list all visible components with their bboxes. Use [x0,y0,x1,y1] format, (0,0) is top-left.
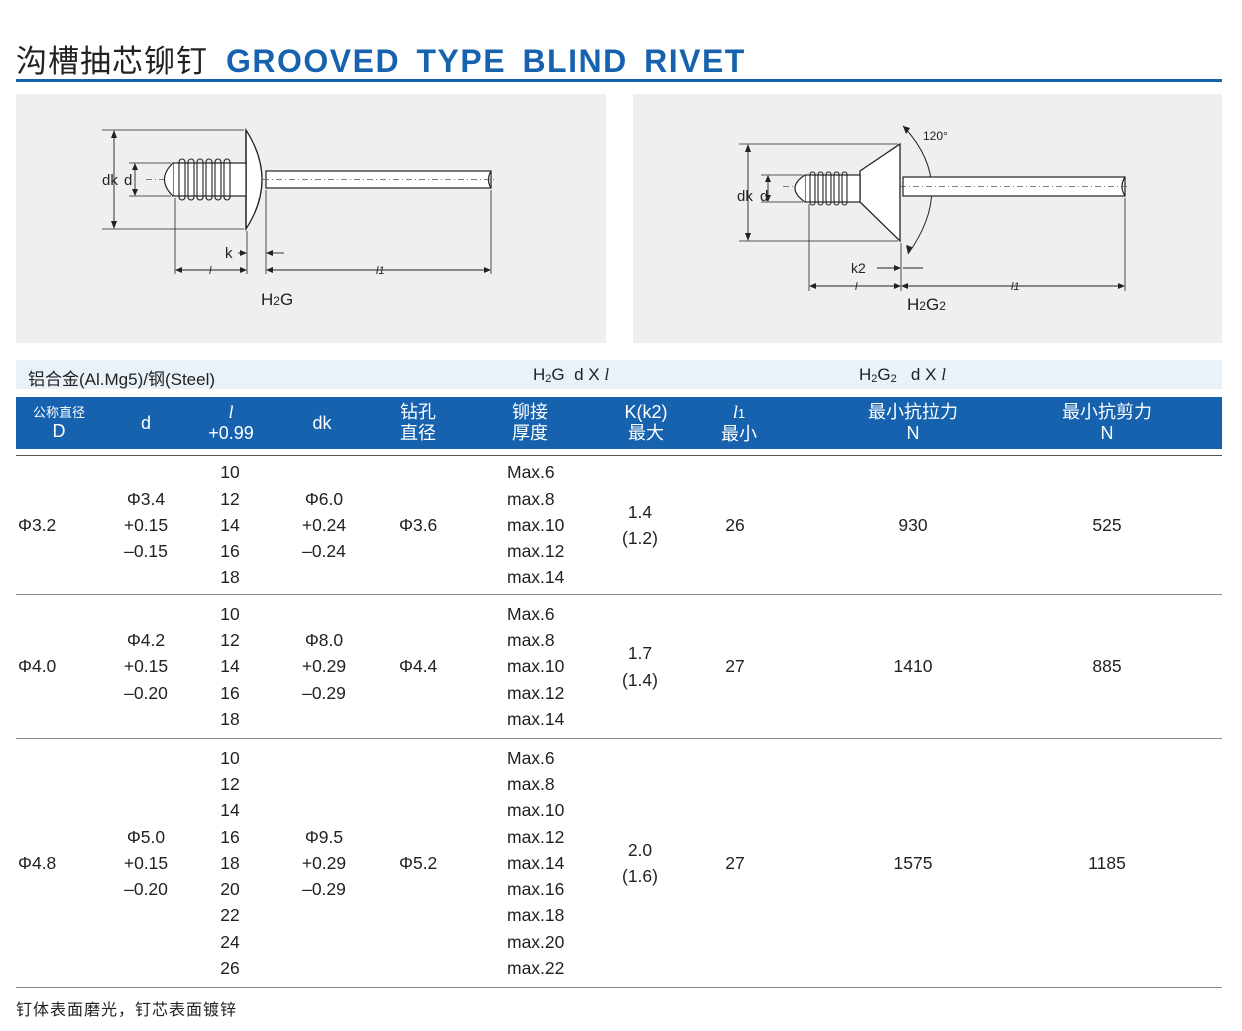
header-dk: dk [312,412,332,433]
cell-hole: Φ4.4 [399,656,438,677]
cell-shear: 525 [1092,514,1122,535]
cell-k: 2.0(1.6) [622,839,658,886]
h2g-drawing: dk d k l l1 H2G [102,127,494,309]
label-l-right: l [855,281,858,293]
title-english: GROOVED TYPE BLIND RIVET [226,43,746,79]
cell-d: Φ4.2+0.15–0.20 [123,630,169,703]
label-k: k [225,245,233,262]
cell-l1: 27 [725,852,745,873]
cell-l1: 27 [725,656,745,677]
footnote: 钉体表面磨光，钉芯表面镀锌 [16,1000,238,1019]
cell-tensile: 930 [898,514,928,535]
figure-h2g2: 120° dk d [633,94,1222,343]
cell-shear: 885 [1092,656,1122,677]
cell-hole: Φ3.6 [399,514,438,535]
cell-shear: 1185 [1088,852,1126,873]
label-l1: l1 [376,265,385,277]
label-k2: k2 [851,260,866,276]
label-l: l [209,265,212,277]
cell-dk: Φ6.0+0.24–0.24 [301,488,347,562]
label-d-right: d [760,188,768,205]
cell-tensile: 1575 [893,852,933,873]
title-underline [16,79,1222,82]
spec-h2g2: H2G2 d X l [859,365,946,385]
label-dk: dk [102,172,118,189]
figure-h2g: dk d k l l1 H2G [16,94,606,343]
caption-h2g2: H2G2 [907,295,946,314]
label-dk-right: dk [737,188,753,205]
material-spec-bar: 铝合金(Al.Mg5)/钢(Steel) H2G d X l H2G2 d X … [16,360,1222,389]
cell-hole: Φ5.2 [399,852,438,873]
header-d: d [140,412,151,433]
cell-D: Φ4.8 [18,852,57,873]
header-grip: 铆接厚度 [512,402,548,443]
title-chinese: 沟槽抽芯铆钉 [16,44,208,80]
h2g2-drawing: 120° dk d [737,125,1128,314]
header-hole: 钻孔直径 [400,402,436,443]
caption-h2g: H2G [261,290,293,309]
label-l1-right: l1 [1011,281,1020,293]
material-label: 铝合金(Al.Mg5)/钢(Steel) [28,370,216,389]
cell-d: Φ3.4+0.15–0.15 [123,488,169,562]
cell-D: Φ3.2 [18,514,57,535]
cell-tensile: 1410 [893,656,933,677]
cell-k: 1.7(1.4) [622,643,658,690]
cell-l1: 26 [725,514,745,535]
cell-k: 1.4(1.2) [622,501,658,548]
header-l: l+0.99 [208,402,254,443]
header-k: K(k2)最大 [624,402,668,443]
page-title: 沟槽抽芯铆钉 GROOVED TYPE BLIND RIVET [16,36,746,80]
cell-d: Φ5.0+0.15–0.20 [123,826,169,900]
label-d: d [124,172,132,189]
header-rule [16,455,1222,456]
cell-dk: Φ8.0+0.29–0.29 [301,630,347,703]
cell-dk: Φ9.5+0.29–0.29 [301,826,347,900]
spec-h2g: H2G d X l [533,365,610,385]
label-angle: 120° [923,129,948,143]
cell-D: Φ4.0 [18,656,57,677]
